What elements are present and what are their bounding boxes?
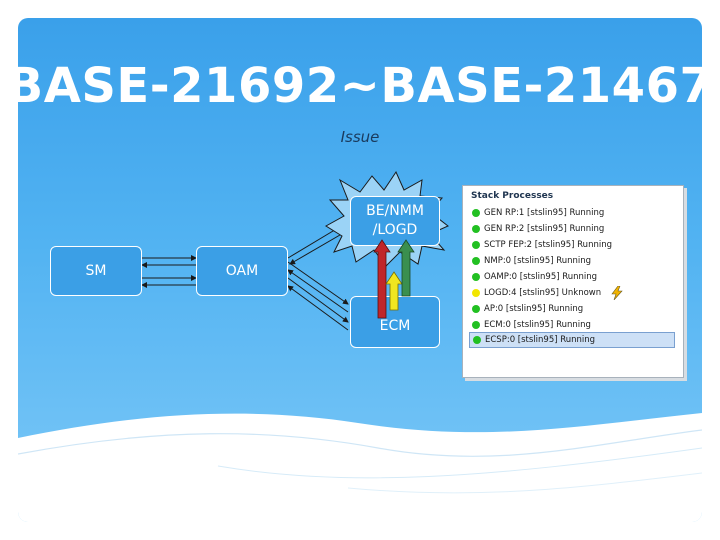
process-label: GEN RP:1 [stslin95] Running [484,207,605,218]
process-row[interactable]: LOGD:4 [stslin95] Unknown [469,285,675,300]
process-label: SCTP FEP:2 [stslin95] Running [484,239,612,250]
process-row[interactable]: OAMP:0 [stslin95] Running [469,269,675,284]
process-row[interactable]: GEN RP:2 [stslin95] Running [469,221,675,236]
status-dot-icon [472,288,480,297]
sm-node-label: SM [85,263,107,279]
benmm-logd-node: BE/NMM /LOGD [350,196,440,246]
process-label: GEN RP:2 [stslin95] Running [484,223,605,234]
oam-node-label: OAM [225,263,259,279]
ecm-node: ECM [350,296,440,348]
benmm-node-label-line2: /LOGD [372,222,418,238]
status-dot-icon [473,336,481,344]
process-row[interactable]: AP:0 [stslin95] Running [469,301,675,316]
status-dot-icon [472,320,480,329]
process-row[interactable]: NMP:0 [stslin95] Running [469,253,675,268]
process-row-selected[interactable]: ECSP:0 [stslin95] Running [469,332,675,348]
process-label: AP:0 [stslin95] Running [484,303,584,314]
ecm-node-label: ECM [379,318,411,334]
process-row[interactable]: GEN RP:1 [stslin95] Running [469,205,675,220]
oam-node: OAM [196,246,288,296]
page-subtitle: Issue [340,128,380,146]
stack-processes-panel: Stack Processes GEN RP:1 [stslin95] Runn… [462,185,684,378]
status-dot-icon [472,272,480,281]
process-label: ECSP:0 [stslin95] Running [485,335,596,345]
sm-node: SM [50,246,142,296]
page-title: BASE-21692~BASE-21467 [6,58,714,114]
status-dot-icon [472,240,480,249]
wave-decoration [18,413,702,522]
lightning-icon [611,285,623,300]
status-dot-icon [472,256,480,265]
process-label: NMP:0 [stslin95] Running [484,255,592,266]
process-label: OAMP:0 [stslin95] Running [484,271,598,282]
process-label: LOGD:4 [stslin95] Unknown [484,287,602,298]
stack-processes-title: Stack Processes [471,191,554,201]
status-dot-icon [472,224,480,233]
process-row[interactable]: SCTP FEP:2 [stslin95] Running [469,237,675,252]
benmm-node-label-line1: BE/NMM [366,203,424,219]
status-dot-icon [472,208,480,217]
process-row[interactable]: ECM:0 [stslin95] Running [469,317,675,332]
status-dot-icon [472,304,480,313]
process-label: ECM:0 [stslin95] Running [484,319,591,330]
